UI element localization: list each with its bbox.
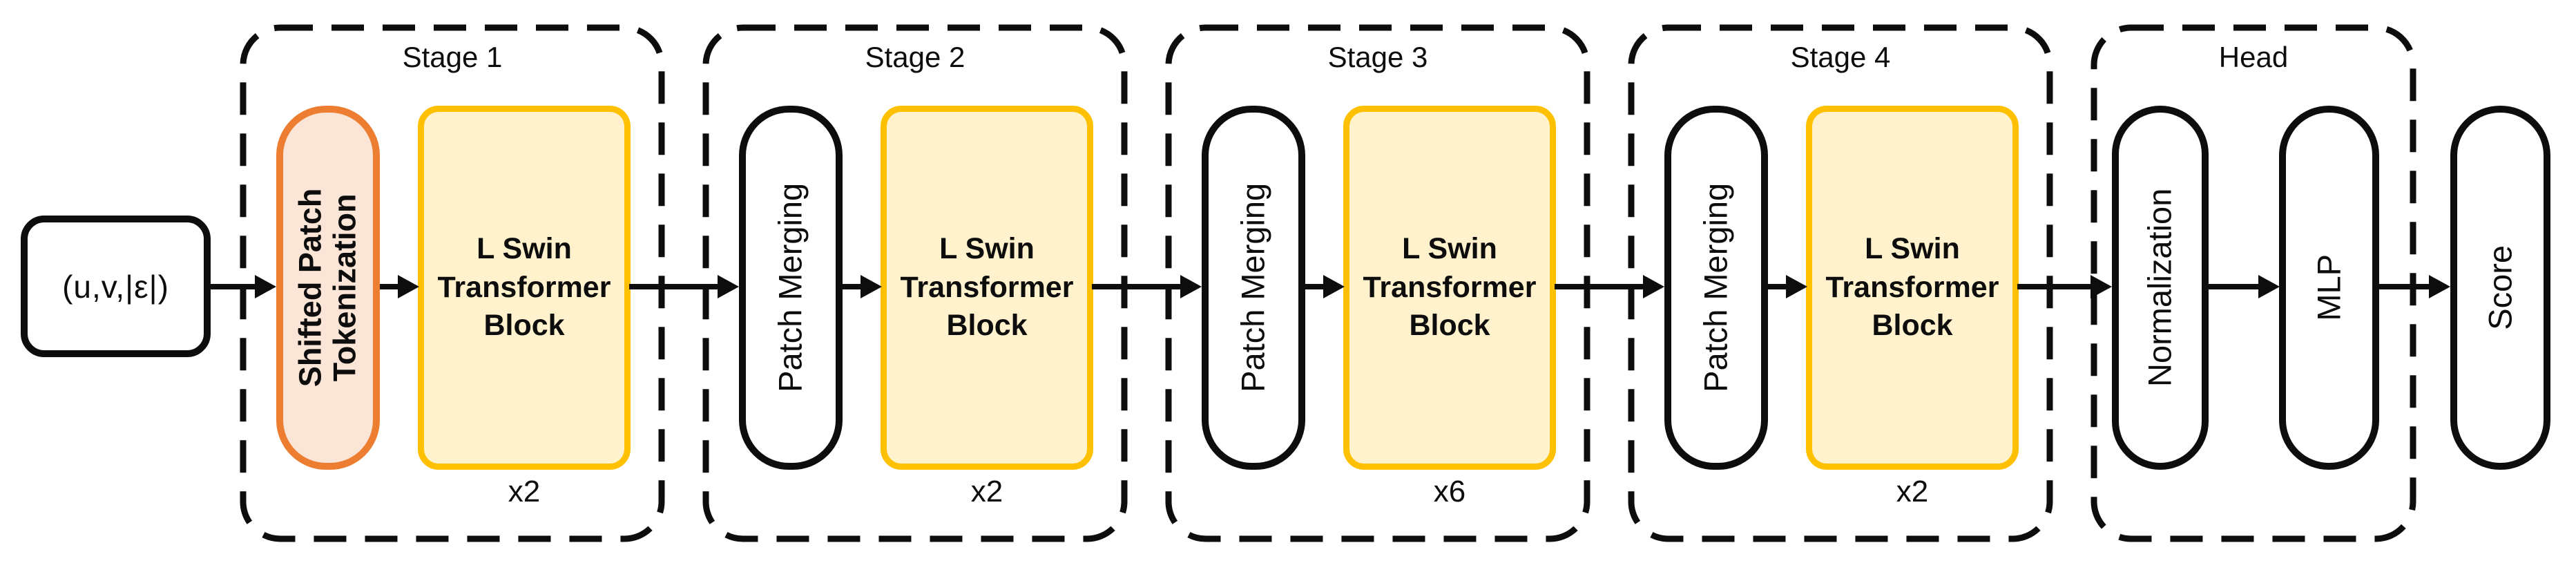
stage-2-group: Stage 2 Patch Merging L Swin Transformer… — [702, 24, 1128, 542]
block-label: MLP — [2310, 254, 2347, 321]
mlp-block: MLP — [2279, 106, 2379, 470]
flow-arrow-icon — [1767, 284, 1786, 289]
block-label: Patch Merging — [1234, 182, 1271, 393]
shifted-patch-tokenization-block: Shifted Patch Tokenization — [276, 106, 380, 470]
block-label: Patch Merging — [1697, 182, 1734, 393]
stage-multiplier: x2 — [1896, 475, 1929, 508]
stage-multiplier: x2 — [508, 475, 541, 508]
normalization-block: Normalization — [2112, 106, 2209, 470]
input-box: (u,v,|ε|) — [21, 216, 211, 357]
head-group: Head Normalization MLP — [2090, 24, 2416, 542]
flow-arrow-icon — [209, 284, 255, 289]
flow-arrow-icon — [1555, 284, 1643, 289]
stage-3-group: Stage 3 Patch Merging L Swin Transformer… — [1165, 24, 1590, 542]
input-label: (u,v,|ε|) — [62, 268, 169, 305]
stage-dashed-border — [240, 24, 665, 542]
flow-arrow-icon — [1304, 284, 1323, 289]
block-label: Patch Merging — [771, 182, 809, 393]
flow-arrow-icon — [1092, 284, 1180, 289]
stage-title: Stage 2 — [865, 41, 965, 73]
block-label: L Swin Transformer Block — [1825, 231, 1999, 343]
swin-transformer-block: L Swin Transformer Block — [1343, 106, 1556, 470]
stage-dashed-border — [702, 24, 1128, 542]
block-label: Shifted Patch Tokenization — [292, 188, 363, 388]
swin-transformer-block: L Swin Transformer Block — [1806, 106, 2019, 470]
block-label: L Swin Transformer Block — [437, 231, 611, 343]
stage-multiplier: x6 — [1433, 475, 1466, 508]
head-title: Head — [2218, 41, 2289, 73]
patch-merging-block: Patch Merging — [1202, 106, 1305, 470]
block-label: Normalization — [2141, 188, 2178, 388]
patch-merging-block: Patch Merging — [1664, 106, 1768, 470]
stage-title: Stage 3 — [1327, 41, 1428, 73]
flow-arrow-icon — [629, 284, 718, 289]
stage-title: Stage 1 — [402, 41, 503, 73]
head-dashed-border — [2090, 24, 2416, 542]
stage-dashed-border — [1165, 24, 1590, 542]
stage-4-group: Stage 4 Patch Merging L Swin Transformer… — [1628, 24, 2053, 542]
flow-arrow-icon — [2209, 284, 2258, 289]
stage-dashed-border — [1628, 24, 2053, 542]
block-label: L Swin Transformer Block — [900, 231, 1074, 343]
patch-merging-block: Patch Merging — [739, 106, 843, 470]
flow-arrow-icon — [841, 284, 861, 289]
output-label: Score — [2481, 245, 2519, 330]
score-output-block: Score — [2450, 106, 2550, 470]
stage-1-group: Stage 1 Shifted Patch Tokenization L Swi… — [240, 24, 665, 542]
flow-arrow-icon — [2017, 284, 2090, 289]
stage-title: Stage 4 — [1790, 41, 1891, 73]
flow-arrow-icon — [380, 284, 398, 289]
flow-arrow-icon — [2379, 284, 2429, 289]
stage-multiplier: x2 — [970, 475, 1003, 508]
block-label: L Swin Transformer Block — [1363, 231, 1537, 343]
swin-transformer-block: L Swin Transformer Block — [881, 106, 1093, 470]
swin-transformer-block: L Swin Transformer Block — [418, 106, 631, 470]
